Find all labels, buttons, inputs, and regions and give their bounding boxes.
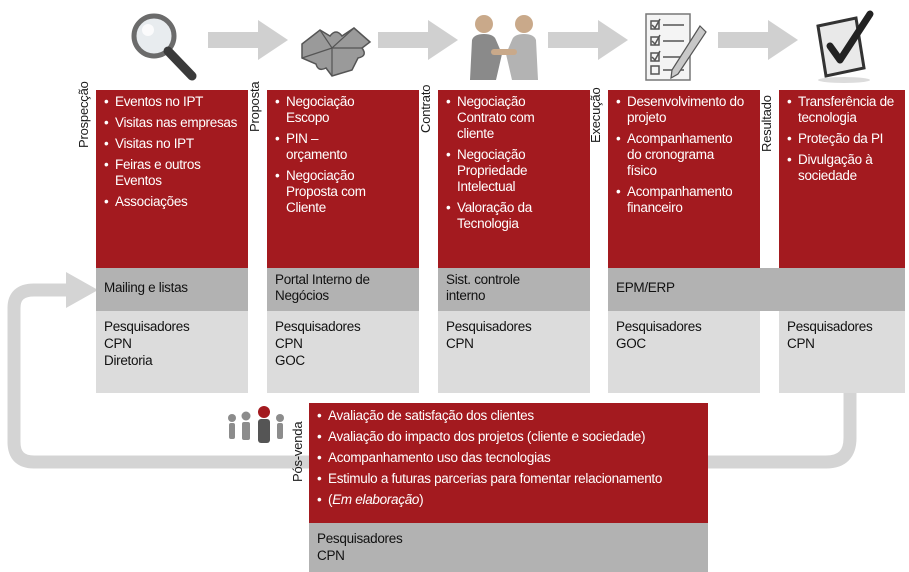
list-item: Divulgação à sociedade [787, 152, 899, 184]
stage-arrow-2 [378, 20, 458, 60]
list-item: Acompanhamento do cronograma físico [616, 131, 747, 179]
list-item: Proteção da PI [787, 131, 899, 147]
checklist-pencil-icon [645, 13, 707, 81]
stage-box-execucao: Desenvolvimento do projeto Acompanhament… [608, 90, 760, 268]
list-item: PIN – orçamento [275, 131, 366, 163]
magnifier-icon [131, 13, 197, 81]
list-item: Feiras e outros Eventos [104, 157, 242, 189]
stage-box-prospeccao: Eventos no IPT Visitas nas empresas Visi… [96, 90, 248, 268]
stage-arrow-4 [718, 20, 798, 60]
list-item: Eventos no IPT [104, 94, 242, 110]
list-item: Transferência de tecnologia [787, 94, 899, 126]
system-band-contrato: Sist. controle interno [438, 268, 590, 311]
list-item: Negociação Proposta com Cliente [275, 168, 378, 216]
pos-venda-box: Avaliação de satisfação dos clientes Ava… [309, 403, 708, 523]
list-item: Estimulo a futuras parcerias para foment… [317, 470, 702, 487]
list-item: Negociação Propriedade Intelectual [446, 147, 543, 195]
list-item: Avaliação do impacto dos projetos (clien… [317, 428, 702, 445]
puzzle-icon [301, 27, 372, 77]
return-loop-arrow [7, 283, 857, 469]
stage-box-contrato: Negociação Contrato com cliente Negociaç… [438, 90, 590, 268]
people-group-icon [228, 406, 284, 443]
stage-box-resultado: Transferência de tecnologia Proteção da … [779, 90, 905, 268]
list-item: Avaliação de satisfação dos clientes [317, 407, 702, 424]
system-band-execucao-resultado: EPM/ERP [608, 268, 905, 311]
stage-box-proposta: Negociação Escopo PIN – orçamento Negoci… [267, 90, 419, 268]
checkbox-tick-icon [816, 10, 874, 83]
return-loop-arrowhead [66, 272, 98, 308]
list-item-em-elaboracao: (Em elaboração) [317, 491, 702, 508]
list-item: Valoração da Tecnologia [446, 200, 547, 232]
stage-arrow-1 [208, 20, 288, 60]
system-band-prospeccao: Mailing e listas [96, 268, 248, 311]
list-item: Acompanhamento financeiro [616, 184, 747, 216]
system-band-proposta: Portal Interno de Negócios [267, 268, 419, 311]
list-item: Associações [104, 194, 242, 210]
list-item: Visitas nas empresas [104, 115, 242, 131]
list-item: Visitas no IPT [104, 136, 242, 152]
stage-arrow-3 [548, 20, 628, 60]
handshake-icon [470, 15, 538, 80]
list-item: Acompanhamento uso das tecnologias [317, 449, 702, 466]
list-item: Negociação Contrato com cliente [446, 94, 543, 142]
list-item: Negociação Escopo [275, 94, 364, 126]
list-item: Desenvolvimento do projeto [616, 94, 747, 126]
